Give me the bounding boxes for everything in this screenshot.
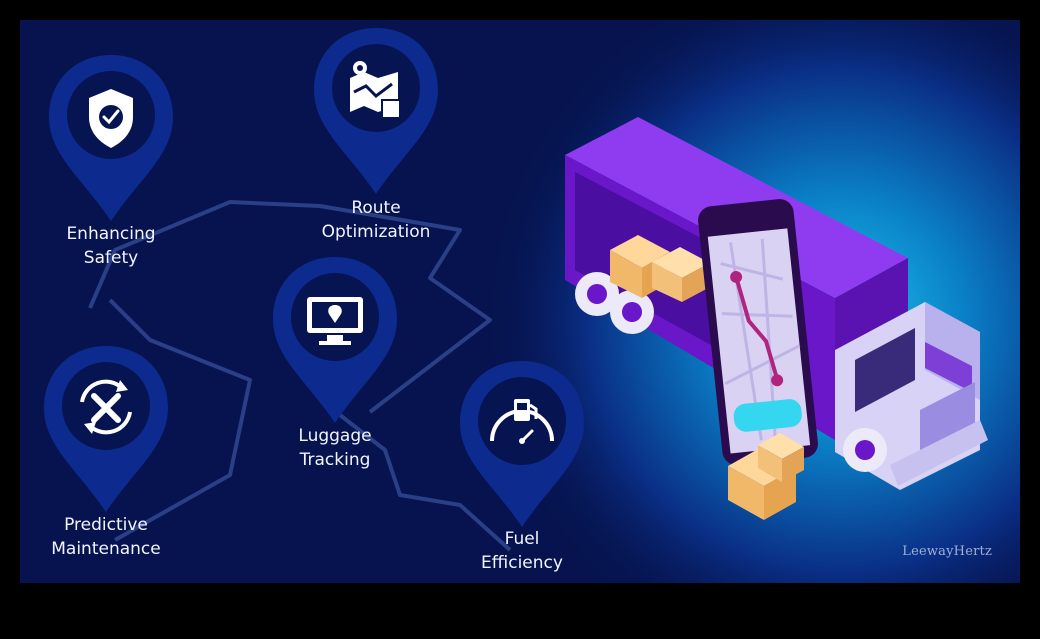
route-map-icon <box>350 61 401 119</box>
package-box-icon <box>728 433 804 520</box>
pin-luggage-tracking <box>271 255 399 425</box>
monitor-location-icon <box>307 297 363 345</box>
pin-route-optimization <box>312 26 440 196</box>
route-path-lines <box>88 200 512 552</box>
pin-predictive-maintenance <box>42 344 170 514</box>
maintenance-cycle-icon <box>80 379 132 435</box>
shield-check-icon <box>89 89 133 148</box>
phone-map-icon <box>698 199 818 465</box>
truck-illustration <box>565 117 988 520</box>
pin-fuel-efficiency <box>458 359 586 529</box>
pin-enhancing-safety <box>47 53 175 223</box>
package-box-icon <box>610 235 710 302</box>
brand-watermark: LeewayHertz <box>902 544 992 559</box>
fuel-gauge-icon <box>490 399 554 444</box>
